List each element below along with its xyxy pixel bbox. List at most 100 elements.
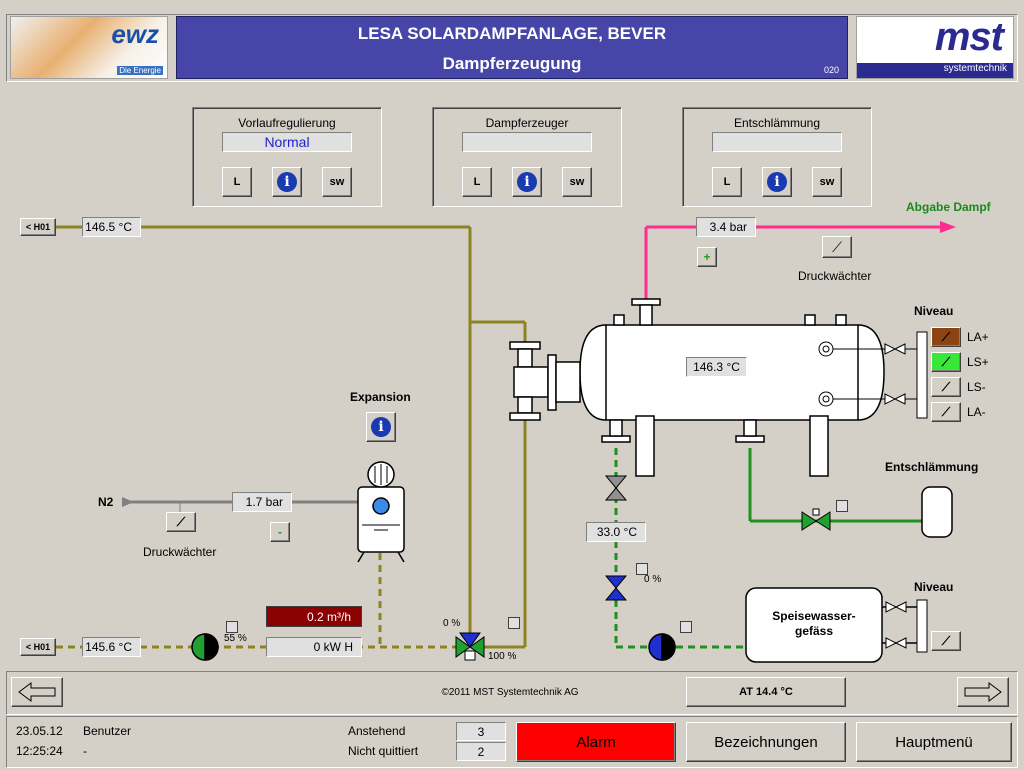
valve-3way-mixing: [455, 632, 485, 661]
setpoint-button[interactable]: +: [697, 247, 717, 267]
info-button[interactable]: i: [272, 167, 302, 197]
expansion-info-button[interactable]: i: [366, 412, 396, 442]
bezeichnungen-button[interactable]: Bezeichnungen: [686, 722, 846, 762]
level-la-minus-label: LA-: [967, 405, 986, 419]
drum-temp-field: 146.3 °C: [686, 357, 747, 377]
expansion-vessel: [357, 461, 405, 563]
title-box: LESA SOLARDAMPFANLAGE, BEVER Dampferzeug…: [176, 16, 848, 79]
navigation-bar: [6, 671, 1018, 715]
level-ls-plus-label: LS+: [967, 355, 989, 369]
feedwater-tank-label: Speisewasser- gefäss: [746, 609, 882, 639]
panel-title: Entschlämmung: [733, 116, 821, 130]
steam-pressure-field: 3.4 bar: [696, 217, 756, 237]
feedwater-tank-label-line1: Speisewasser-: [772, 609, 856, 623]
plus-icon: +: [703, 250, 711, 264]
level-switch-ls-minus[interactable]: ⟋: [931, 377, 961, 397]
blowdown-valve-indicator: [836, 500, 848, 512]
info-icon: i: [371, 417, 391, 437]
return-line-bottom: [56, 553, 458, 649]
valve-blowdown-green: [801, 508, 831, 531]
sw-button[interactable]: sw: [562, 167, 592, 197]
pump-feed: [648, 633, 676, 661]
local-button[interactable]: L: [222, 167, 252, 197]
page-number: 020: [823, 65, 839, 75]
feedwater-level-switch[interactable]: ⟋: [931, 631, 961, 651]
pressure-switch-button[interactable]: ⟋: [822, 236, 852, 258]
panel-entschlaemmung: Entschlämmung L i sw: [682, 107, 872, 207]
arrow-left-icon: [18, 682, 56, 702]
druckwaechter-n2-label: Druckwächter: [143, 545, 217, 559]
feedwater-tank-label-line2: gefäss: [794, 624, 834, 638]
niveau-label: Niveau: [914, 304, 954, 318]
pump-percent: 55 %: [224, 633, 247, 644]
valve-feed-blue: [604, 575, 628, 601]
level-switch-la-plus[interactable]: ⟋: [931, 327, 961, 347]
feed-valve-indicator: [636, 563, 648, 575]
panel-status-field: Normal: [222, 132, 352, 152]
level-la-plus-label: LA+: [967, 330, 989, 344]
user-label: Benutzer: [83, 724, 132, 738]
mixing-valve-percent-bottom: 100 %: [488, 651, 517, 662]
panel-vorlaufregulierung: Vorlaufregulierung Normal L i sw: [192, 107, 382, 207]
feed-temp-field: 33.0 °C: [586, 522, 646, 542]
panel-title: Vorlaufregulierung: [238, 116, 336, 130]
info-button[interactable]: i: [762, 167, 792, 197]
time-text: 12:25:24: [16, 744, 63, 758]
logo-ewz-text: ewz: [111, 19, 159, 49]
local-button[interactable]: L: [712, 167, 742, 197]
level-switch-ls-plus[interactable]: ⟋: [931, 352, 961, 372]
sw-button[interactable]: sw: [322, 167, 352, 197]
info-button[interactable]: i: [512, 167, 542, 197]
info-icon: i: [767, 172, 787, 192]
h01-bottom-button[interactable]: < H01: [20, 638, 56, 656]
nicht-quittiert-label: Nicht quittiert: [348, 744, 419, 758]
hauptmenu-button[interactable]: Hauptmenü: [856, 722, 1012, 762]
temp-return-bottom-field: 145.6 °C: [82, 637, 141, 657]
local-button[interactable]: L: [462, 167, 492, 197]
arrow-right-icon: [964, 682, 1002, 702]
flow-field: 0.2 m³/h: [266, 606, 362, 627]
valve-feed-grey: [604, 475, 628, 501]
date-text: 23.05.12: [16, 724, 63, 738]
n2-setpoint-button[interactable]: -: [270, 522, 290, 542]
logo-ewz: ewz Die Energie: [10, 16, 168, 79]
level-electrodes: [818, 331, 928, 419]
mixing-valve-indicator: [508, 617, 520, 629]
sw-button[interactable]: sw: [812, 167, 842, 197]
steam-output-label: Abgabe Dampf: [906, 200, 991, 214]
anstehend-count: 3: [456, 722, 506, 741]
outside-temp-button[interactable]: AT 14.4 °C: [686, 677, 846, 707]
page-subtitle: Dampferzeugung: [442, 54, 582, 73]
level-switch-la-minus[interactable]: ⟋: [931, 402, 961, 422]
panel-status-field: [462, 132, 592, 152]
info-icon: i: [277, 172, 297, 192]
feed-pump-indicator: [680, 621, 692, 633]
n2-line: [122, 497, 358, 512]
minus-icon: -: [278, 525, 282, 539]
feedwater-tank: [745, 587, 928, 663]
druckwaechter-label: Druckwächter: [798, 269, 872, 283]
feed-valve-percent: 0 %: [644, 574, 662, 585]
nicht-quittiert-count: 2: [456, 742, 506, 761]
n2-pressure-switch-button[interactable]: ⟋: [166, 512, 196, 532]
mixing-valve-percent-top: 0 %: [443, 618, 461, 629]
page-title: LESA SOLARDAMPFANLAGE, BEVER: [357, 24, 667, 43]
expansion-label: Expansion: [350, 390, 411, 404]
copyright-text: ©2011 MST Systemtechnik AG: [441, 687, 579, 698]
pump-indicator: [226, 621, 238, 633]
panel-title: Dampferzeuger: [485, 116, 569, 130]
status-bar: [6, 716, 1018, 768]
anstehend-label: Anstehend: [348, 724, 406, 738]
forward-arrow-button[interactable]: [957, 677, 1009, 707]
n2-label: N2: [98, 495, 114, 509]
steam-line: [644, 221, 956, 300]
back-arrow-button[interactable]: [11, 677, 63, 707]
power-field: 0 kW H: [266, 637, 362, 657]
h01-top-button[interactable]: < H01: [20, 218, 56, 236]
alarm-button[interactable]: Alarm: [516, 722, 676, 762]
panel-status-field: [712, 132, 842, 152]
steam-drum: [509, 298, 885, 477]
feed-line: [614, 448, 746, 649]
niveau2-label: Niveau: [914, 580, 954, 594]
